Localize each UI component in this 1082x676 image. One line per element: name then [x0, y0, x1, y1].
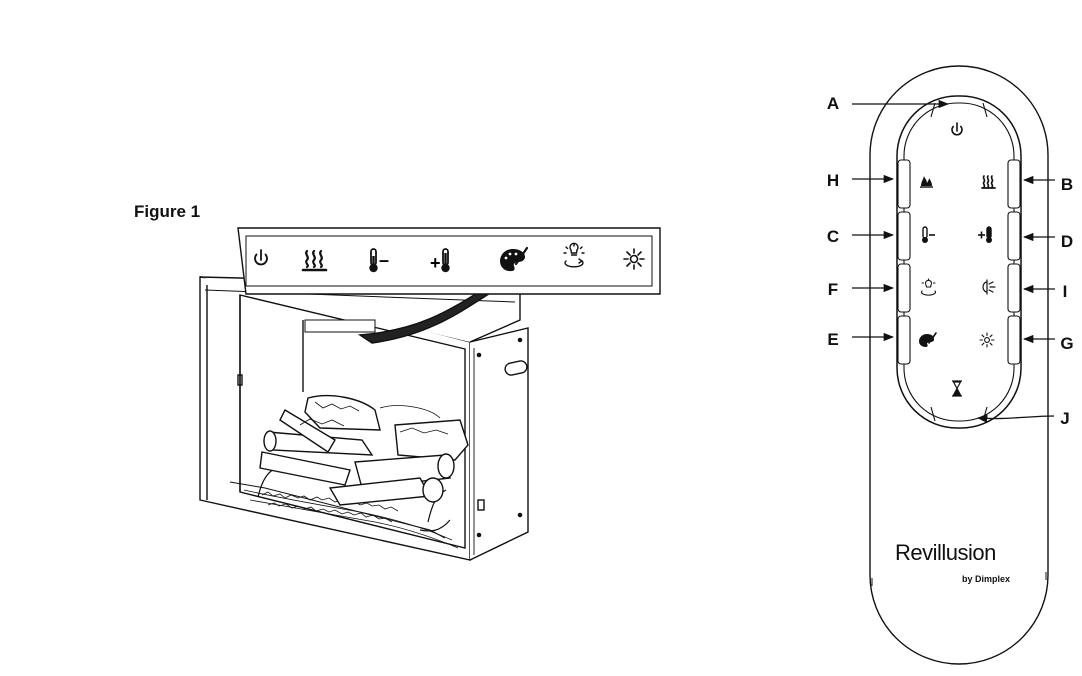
remote-timer-icon	[952, 380, 962, 397]
arrow-J	[976, 414, 1055, 423]
figure-label: Figure 1	[134, 202, 201, 221]
callout-C: C	[826, 227, 840, 246]
remote-temp-down-icon	[922, 226, 935, 243]
remote-body	[869, 65, 1049, 665]
panel-brightness-icon	[623, 248, 645, 270]
panel-power-icon	[254, 249, 268, 266]
remote-heat-icon	[981, 175, 996, 189]
panel-dimmer-icon	[563, 242, 585, 268]
temp-down-minus: –	[379, 250, 389, 270]
brand-subtitle: by Dimplex	[962, 574, 1011, 584]
callout-B: B	[1060, 175, 1074, 194]
remote-brightness-icon	[979, 332, 995, 348]
callout-A: A	[826, 94, 840, 113]
panel-heat-icon	[301, 249, 328, 272]
panel-palette-icon	[500, 246, 529, 272]
callout-D: D	[1060, 232, 1074, 251]
panel-temp-up-icon: +	[430, 248, 450, 273]
remote-flame-icon	[920, 176, 933, 188]
remote-temp-up-icon	[978, 226, 992, 243]
remote-ember-icon	[982, 279, 996, 295]
callout-arrows	[852, 99, 1055, 423]
remote-dimmer-icon	[920, 278, 937, 296]
remote-power-icon	[951, 122, 963, 136]
remote-keypad	[896, 95, 1022, 429]
fireplace-insert	[199, 276, 529, 561]
remote-palette-icon	[919, 332, 937, 347]
control-panel	[237, 227, 661, 295]
callout-F: F	[827, 280, 839, 299]
callout-H: H	[826, 171, 840, 190]
callout-G: G	[1060, 334, 1074, 353]
temp-up-plus: +	[430, 253, 441, 273]
panel-temp-down-icon: –	[369, 248, 389, 273]
remote-side-keys	[897, 102, 1021, 422]
brand-logo: Revillusion	[895, 540, 996, 565]
callout-I: I	[1062, 282, 1068, 301]
callout-J: J	[1060, 409, 1070, 428]
callout-E: E	[827, 330, 839, 349]
